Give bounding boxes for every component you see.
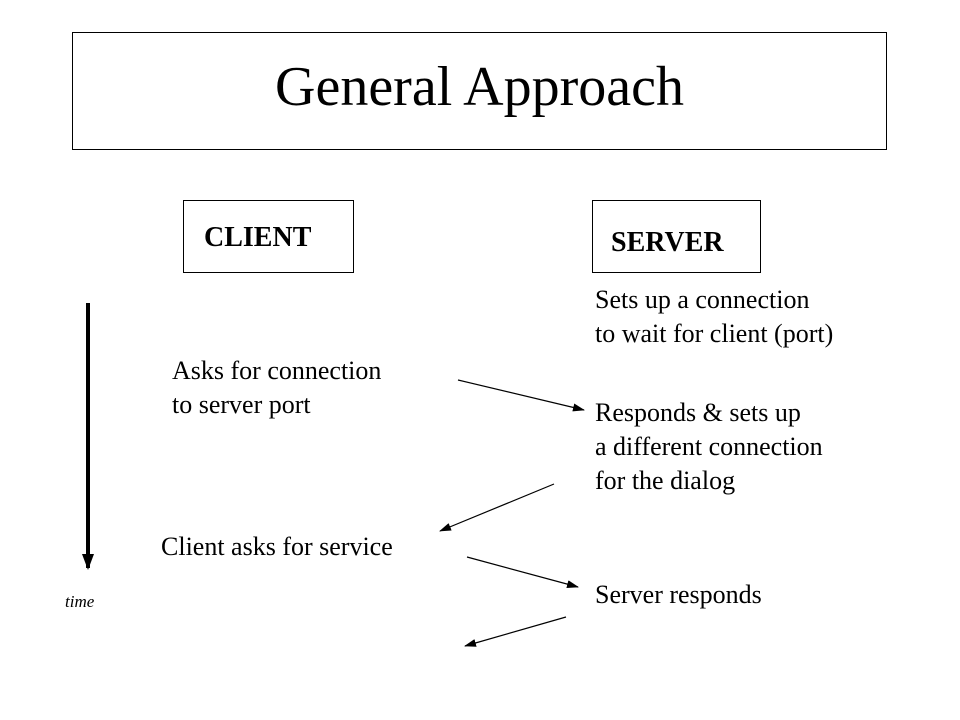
arrow-service-request <box>466 556 579 588</box>
arrow-connect-response <box>439 483 555 532</box>
title-box: General Approach <box>72 32 887 150</box>
server-responds-text: Server responds <box>595 578 762 612</box>
client-label: CLIENT <box>204 222 312 253</box>
server-setup-text: Sets up a connection to wait for client … <box>595 283 833 351</box>
client-connect-text: Asks for connection to server port <box>172 354 381 422</box>
server-respond-line-2: a different connection <box>595 432 823 461</box>
time-label: time <box>65 592 95 611</box>
server-label: SERVER <box>611 227 724 258</box>
client-connect-line-1: Asks for connection <box>172 356 382 385</box>
arrow-connect-request <box>457 379 585 412</box>
client-service-text: Client asks for service <box>161 530 393 564</box>
server-box: SERVER <box>592 200 761 273</box>
server-setup-line-1: Sets up a connection <box>595 285 810 314</box>
client-box: CLIENT <box>183 200 354 273</box>
client-connect-line-2: to server port <box>172 390 311 419</box>
client-service-line: Client asks for service <box>161 532 393 561</box>
arrow-service-response <box>464 616 567 647</box>
server-respond-line-1: Responds & sets up <box>595 398 801 427</box>
server-responds-line: Server responds <box>595 580 762 609</box>
server-setup-line-2: to wait for client (port) <box>595 319 834 348</box>
server-respond-setup-text: Responds & sets up a different connectio… <box>595 396 823 498</box>
server-respond-line-3: for the dialog <box>595 466 736 495</box>
slide-title: General Approach <box>275 56 684 118</box>
